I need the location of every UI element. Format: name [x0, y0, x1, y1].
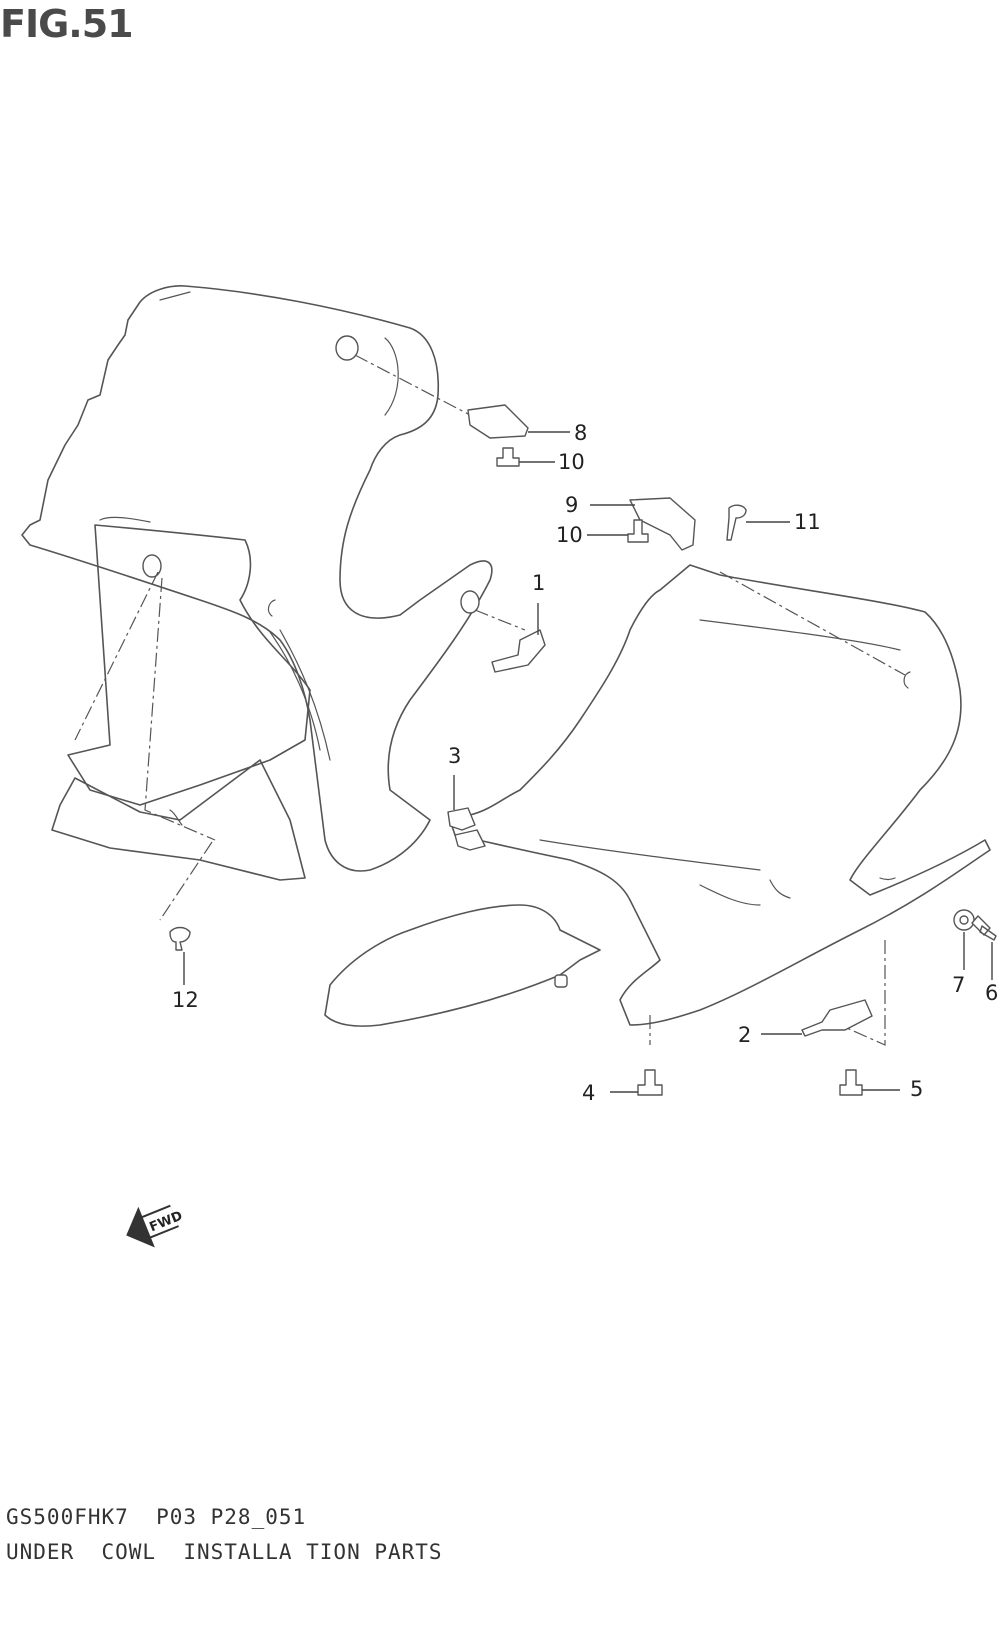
fwd-arrow-icon: FWD	[126, 1204, 185, 1248]
callout-12: 12	[172, 988, 199, 1012]
callout-3: 3	[448, 744, 461, 768]
right-lower-strip	[324, 904, 601, 1027]
bolt-10-upper	[496, 447, 520, 467]
right-under-cowl	[449, 564, 991, 1026]
screw-4	[637, 1069, 663, 1096]
callout-4: 4	[582, 1081, 595, 1105]
callout-11: 11	[794, 510, 821, 534]
left-under-cowl	[21, 285, 493, 872]
callout-2: 2	[738, 1023, 751, 1047]
bracket-8	[467, 404, 529, 439]
hardware-parts	[169, 404, 997, 1096]
callout-7: 7	[952, 973, 965, 997]
fastener-12	[169, 926, 191, 951]
screw-11	[726, 504, 747, 541]
installation-lines	[74, 354, 906, 1046]
callout-10-lower: 10	[556, 523, 583, 547]
callout-6: 6	[985, 981, 998, 1005]
callout-labels: 8 10 9 10 11 1 3 2 4 5 7 6 12	[172, 421, 998, 1105]
clip-3	[447, 807, 476, 831]
bracket-9	[629, 497, 696, 551]
footer-description: UNDER COWL INSTALLA TION PARTS	[6, 1540, 443, 1564]
callout-9: 9	[565, 493, 578, 517]
left-lower-strip	[51, 759, 306, 881]
bolt-5	[839, 1069, 863, 1096]
clip-2	[801, 999, 873, 1037]
callout-5: 5	[910, 1077, 923, 1101]
bolt-10-lower	[627, 519, 649, 543]
figure-title: FIG.51	[0, 2, 134, 46]
screw-6	[971, 915, 997, 941]
callout-10-upper: 10	[558, 450, 585, 474]
callout-1: 1	[532, 571, 545, 595]
callout-8: 8	[574, 421, 587, 445]
leader-lines	[183, 431, 993, 1093]
footer-code: GS500FHK7 P03 P28_051	[6, 1505, 307, 1529]
clip-1	[491, 629, 546, 673]
